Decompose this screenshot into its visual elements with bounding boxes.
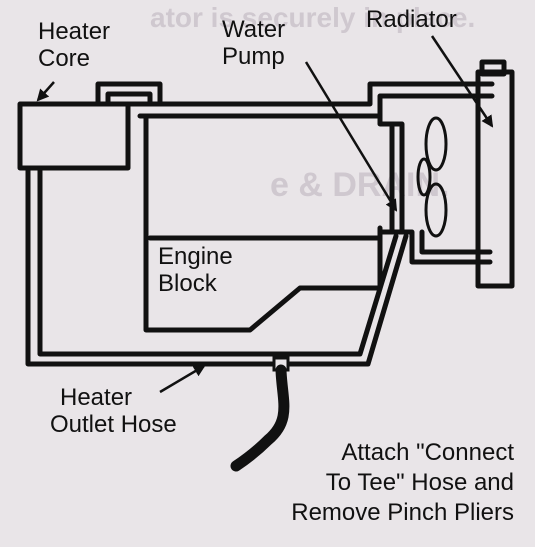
- connect-to-tee-hose: [230, 364, 290, 472]
- radiator-fan: [416, 116, 448, 238]
- label-attach-instruction: Attach "Connect To Tee" Hose and Remove …: [216, 438, 514, 528]
- label-heater-core: Heater Core: [38, 18, 110, 72]
- label-engine-block: Engine Block: [158, 243, 233, 297]
- label-radiator: Radiator: [366, 6, 457, 33]
- label-heater-core-line-2: Core: [38, 45, 91, 72]
- upper-heater-hose-outer: [95, 81, 163, 107]
- heater-outlet-hose-arrow: [159, 364, 206, 394]
- upper-radiator-hose-bottom: [137, 93, 495, 119]
- label-attach-instruction-line-1: Attach "Connect: [341, 439, 514, 466]
- heater-outlet-hose-inner: [37, 165, 399, 357]
- radiator-arrow: [430, 35, 494, 128]
- lower-radiator-hose-top: [399, 229, 493, 265]
- label-heater-outlet-hose-line-2: Outlet Hose: [50, 411, 177, 438]
- label-engine-block-line-2: Block: [158, 270, 217, 297]
- heater-core-arrow: [36, 81, 55, 102]
- label-water-pump-line-1: Water: [222, 16, 286, 43]
- upper-radiator-hose-top: [125, 81, 495, 107]
- bleed-through-text-top: ator is securely in place.: [150, 2, 476, 33]
- label-heater-core-line-1: Heater: [38, 18, 111, 45]
- label-heater-outlet-hose-line-1: Heater: [60, 384, 133, 411]
- label-attach-instruction-line-2: To Tee" Hose and: [325, 469, 514, 496]
- label-heater-outlet-hose: Heater Outlet Hose: [50, 384, 177, 438]
- engine-block-outline: [143, 113, 383, 333]
- radiator-cap: [479, 59, 507, 77]
- water-pump-housing: [377, 113, 405, 235]
- water-pump-arrow: [304, 61, 398, 212]
- label-water-pump-line-2: Pump: [222, 43, 285, 70]
- heater-core-box: [17, 101, 131, 171]
- label-engine-block-line-1: Engine: [158, 243, 233, 270]
- heater-outlet-hose-outer: [25, 165, 409, 367]
- lower-radiator-hose-bottom: [419, 229, 493, 255]
- label-water-pump: Water Pump: [222, 16, 285, 70]
- upper-heater-hose-inner: [105, 91, 153, 107]
- label-attach-instruction-line-3: Remove Pinch Pliers: [291, 499, 514, 526]
